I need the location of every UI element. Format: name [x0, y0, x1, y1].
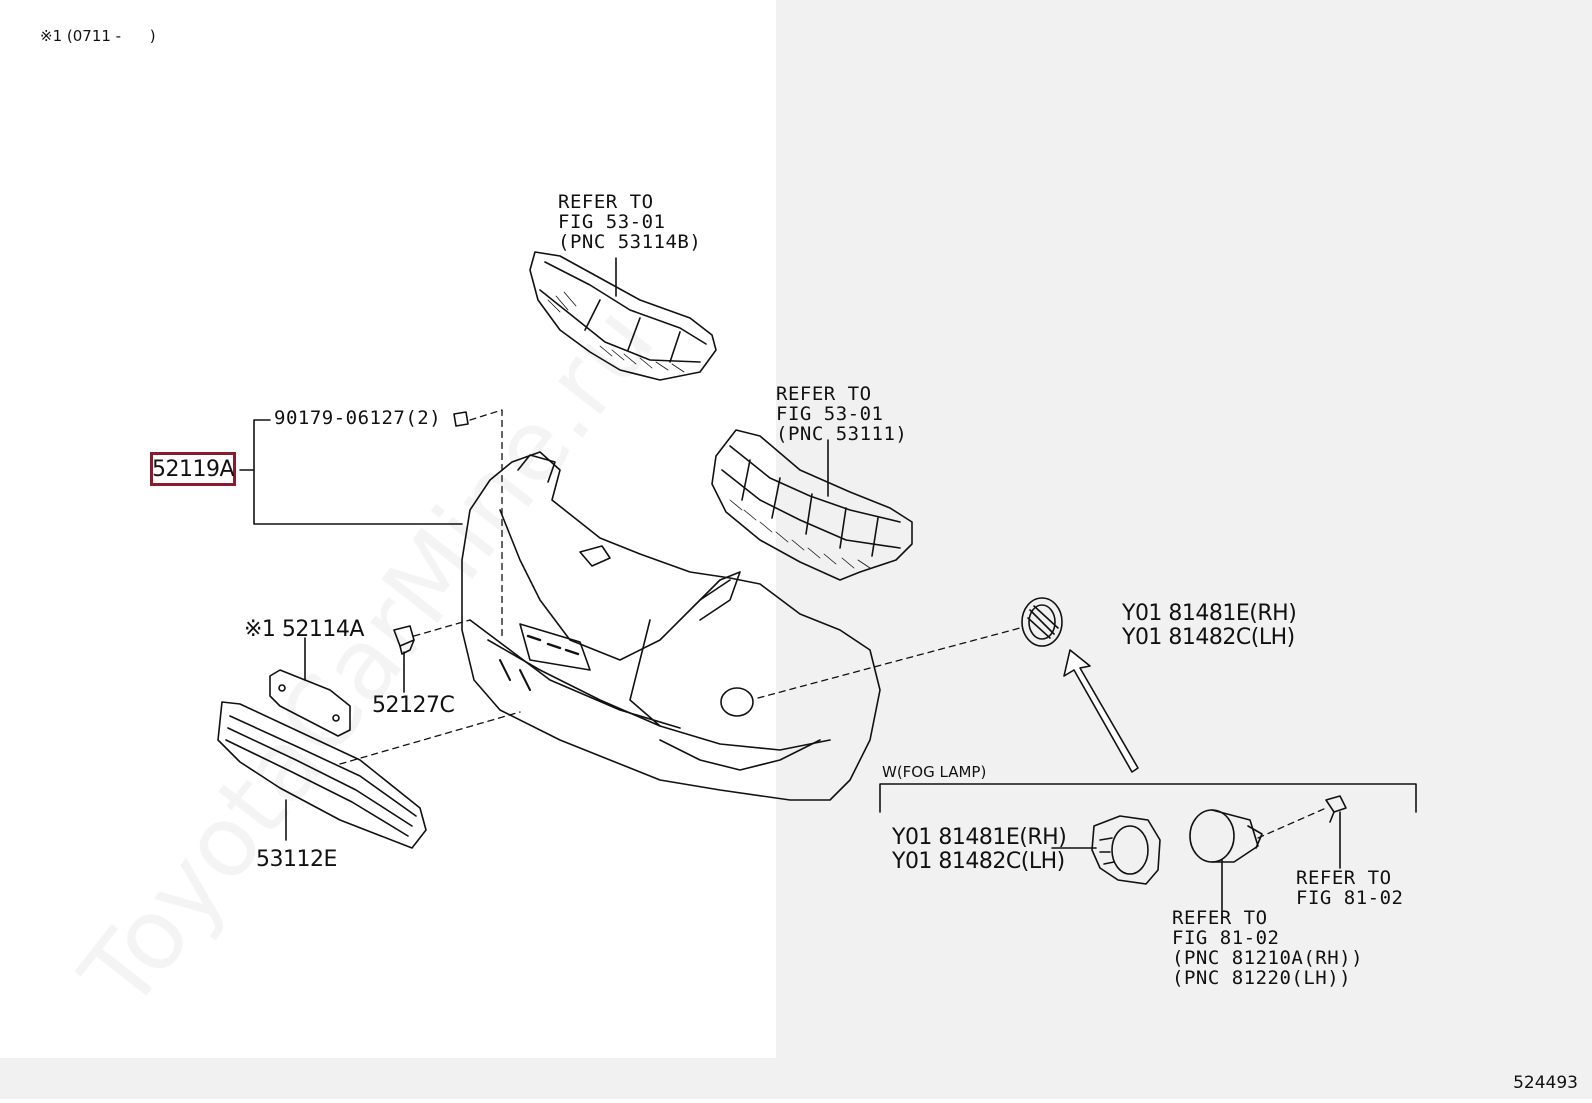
- clip-part: [393, 625, 415, 655]
- clip-2-part-number[interactable]: 52127C: [372, 693, 455, 718]
- bracket-part-number[interactable]: ※1 52114A: [244, 617, 364, 642]
- fog-cover-top-lh[interactable]: Y01 81482C(LH): [1122, 625, 1295, 650]
- bottom-band-bg: [0, 1058, 1592, 1099]
- lower-grille-part: [217, 701, 427, 849]
- header-note: ※1 (0711 - ): [40, 27, 156, 45]
- fog-bolt-ref-line-2: FIG 81-02: [1296, 887, 1404, 909]
- fog-lamp-ref-line-2: FIG 81-02: [1172, 927, 1280, 949]
- upper-grille-part: [529, 251, 717, 381]
- right-panel-bg: [776, 0, 1592, 1058]
- main-grille-ref-line-1: REFER TO: [776, 383, 872, 405]
- fog-section-bracket: [879, 783, 1417, 813]
- dash-clip: [469, 409, 503, 641]
- small-clip-part: [453, 411, 469, 427]
- clip-part-number[interactable]: 90179-06127(2): [274, 407, 442, 429]
- upper-grille-ref-line-1: REFER TO: [558, 191, 654, 213]
- main-grille-ref-line-3: (PNC 53111): [776, 423, 908, 445]
- fog-cover-bottom-lh[interactable]: Y01 81482C(LH): [892, 849, 1065, 874]
- document-number: 524493: [1513, 1073, 1578, 1093]
- selected-part-bracket: [239, 419, 463, 525]
- selected-part-number[interactable]: 52119A: [150, 452, 236, 486]
- dash-lower-grille: [339, 711, 521, 765]
- main-grille-part: [711, 429, 913, 581]
- fog-lamp-part: [1189, 809, 1263, 863]
- upper-grille-ref-line-2: FIG 53-01: [558, 211, 666, 233]
- dash-clip-2: [413, 619, 471, 637]
- fog-bolt-ref-line-1: REFER TO: [1296, 867, 1392, 889]
- fog-section-title: W(FOG LAMP): [882, 763, 987, 781]
- upper-grille-ref-line-3: (PNC 53114B): [558, 231, 702, 253]
- fog-bolt-part: [1325, 795, 1347, 823]
- fog-lamp-ref-line-1: REFER TO: [1172, 907, 1268, 929]
- fog-cover-top-rh[interactable]: Y01 81481E(RH): [1122, 601, 1297, 626]
- dash-fog-bolt: [1257, 807, 1327, 839]
- lower-grille-part-number[interactable]: 53112E: [256, 847, 337, 872]
- bracket-part: [269, 669, 351, 737]
- fog-cover-top-part: [1021, 597, 1063, 647]
- fog-lamp-ref-line-4: (PNC 81220(LH)): [1172, 967, 1352, 989]
- fog-lamp-ref-line-3: (PNC 81210A(RH)): [1172, 947, 1364, 969]
- bumper-cover-part: [461, 451, 881, 801]
- fog-cover-bottom-rh[interactable]: Y01 81481E(RH): [892, 825, 1067, 850]
- main-grille-ref-line-2: FIG 53-01: [776, 403, 884, 425]
- dash-fog-cover: [757, 627, 1021, 699]
- fog-cover-bottom-part: [1091, 815, 1161, 885]
- assembly-arrow: [1063, 649, 1139, 773]
